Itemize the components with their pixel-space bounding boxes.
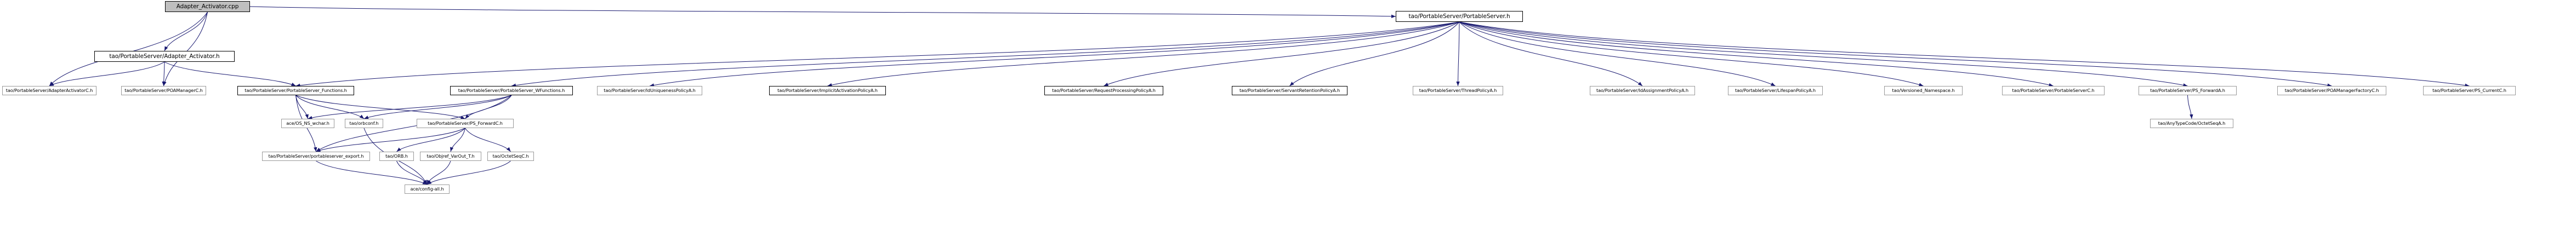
graph-node[interactable]: tao/PortableServer/ImplicitActivationPol…: [769, 86, 886, 95]
graph-edge: [316, 160, 428, 185]
graph-edge: [164, 11, 208, 51]
graph-edge: [1459, 21, 2188, 87]
graph-node-label: tao/PortableServer/POAManagerC.h: [124, 88, 203, 94]
graph-edge: [295, 95, 309, 119]
graph-node[interactable]: tao/PortableServer/PortableServer_WFunct…: [450, 86, 573, 95]
graph-node-label: tao/Objref_VarOut_T.h: [427, 153, 475, 159]
graph-edge: [308, 95, 512, 120]
graph-node[interactable]: tao/PortableServer/ThreadPolicyA.h: [1413, 86, 1503, 95]
graph-node-label: tao/AnyTypeCode/OctetSeqA.h: [2158, 120, 2226, 126]
graph-node[interactable]: tao/PortableServer/portableserver_export…: [262, 152, 370, 161]
graph-edge: [465, 128, 511, 152]
graph-node-label: tao/PortableServer/ServantRetentionPolic…: [1239, 88, 1340, 94]
graph-node[interactable]: tao/PortableServer/PS_CurrentC.h: [2423, 86, 2516, 95]
graph-node-label: tao/PortableServer/ThreadPolicyA.h: [1419, 88, 1497, 94]
graph-edge: [162, 61, 166, 86]
graph-node-label: tao/orbconf.h: [349, 120, 379, 126]
graph-node-label: tao/PortableServer/PS_CurrentC.h: [2432, 88, 2506, 94]
graph-node[interactable]: tao/PortableServer/LifespanPolicyA.h: [1728, 86, 1823, 95]
graph-edge: [363, 95, 512, 119]
graph-edge: [49, 61, 165, 86]
graph-edge: [465, 95, 512, 119]
graph-node-label: tao/PortableServer/PS_ForwardA.h: [2150, 88, 2225, 94]
graph-edge: [1459, 21, 2332, 87]
graph-node-label: tao/PortableServer/PS_ForwardC.h: [428, 120, 503, 126]
graph-node-label: tao/OctetSeqC.h: [492, 153, 529, 159]
graph-edge: [1456, 21, 1460, 86]
graph-node[interactable]: tao/PortableServer/PortableServerC.h: [2002, 86, 2105, 95]
graph-node[interactable]: tao/PortableServer/POAManagerC.h: [121, 86, 206, 95]
graph-node-label: tao/PortableServer/ImplicitActivationPol…: [777, 88, 878, 94]
graph-node[interactable]: tao/AnyTypeCode/OctetSeqA.h: [2150, 119, 2233, 128]
graph-node[interactable]: tao/PortableServer/RequestProcessingPoli…: [1044, 86, 1163, 95]
graph-edge: [1459, 21, 2470, 87]
graph-edge: [2187, 95, 2193, 119]
graph-node[interactable]: tao/orbconf.h: [345, 119, 383, 128]
graph-node[interactable]: tao/PortableServer/PS_ForwardC.h: [417, 119, 514, 128]
graph-edge: [1104, 21, 1460, 86]
graph-node-label: tao/PortableServer/AdapterActivatorC.h: [5, 88, 93, 94]
graph-node-label: ace/config-all.h: [410, 186, 444, 192]
graph-node[interactable]: tao/Objref_VarOut_T.h: [420, 152, 481, 161]
graph-node[interactable]: ace/OS_NS_wchar.h: [281, 119, 334, 128]
graph-node-label: tao/Versioned_Namespace.h: [1892, 88, 1955, 94]
graph-edge: [1459, 21, 1776, 86]
graph-edge: [295, 95, 465, 119]
graph-node-label: tao/ORB.h: [385, 153, 408, 159]
graph-edge: [396, 160, 428, 185]
graph-edge: [1459, 21, 2054, 87]
graph-edge: [49, 11, 208, 86]
graph-edge: [511, 21, 1460, 87]
graph-node-label: tao/PortableServer/LifespanPolicyA.h: [1735, 88, 1816, 94]
graph-node-root[interactable]: Adapter_Activator.cpp: [165, 1, 250, 12]
graph-edge: [163, 11, 208, 86]
graph-node[interactable]: tao/PortableServer/POAManagerFactoryC.h: [2277, 86, 2386, 95]
graph-node-label: tao/PortableServer/PortableServerC.h: [2012, 88, 2095, 94]
graph-node-label: tao/PortableServer/POAManagerFactoryC.h: [2284, 88, 2379, 94]
graph-node[interactable]: tao/PortableServer/PortableServer_Functi…: [237, 86, 354, 95]
graph-node[interactable]: tao/PortableServer/Adapter_Activator.h: [94, 51, 235, 62]
graph-edge: [1459, 21, 1643, 86]
graph-edge: [649, 21, 1460, 87]
graph-edge: [249, 6, 1396, 19]
graph-node[interactable]: ace/config-all.h: [405, 184, 450, 194]
graph-node-label: tao/PortableServer/PortableServer.h: [1408, 13, 1510, 20]
graph-node[interactable]: tao/ORB.h: [379, 152, 414, 161]
graph-node-label: Adapter_Activator.cpp: [176, 3, 239, 10]
graph-node[interactable]: tao/PortableServer/IdUniquenessPolicyA.h: [597, 86, 702, 95]
graph-node[interactable]: tao/PortableServer/IdAssignmentPolicyA.h: [1590, 86, 1695, 95]
graph-edge: [1289, 21, 1460, 86]
graph-edge: [427, 160, 511, 185]
graph-edge: [427, 160, 451, 185]
graph-edge: [396, 128, 465, 152]
graph-node-label: tao/PortableServer/portableserver_export…: [268, 153, 364, 159]
graph-node-label: tao/PortableServer/IdAssignmentPolicyA.h: [1596, 88, 1688, 94]
graph-edge: [316, 128, 465, 152]
graph-edge: [295, 21, 1460, 88]
graph-node-label: ace/OS_NS_wchar.h: [286, 120, 329, 126]
graph-node[interactable]: tao/PortableServer/AdapterActivatorC.h: [2, 86, 96, 95]
graph-node-label: tao/PortableServer/Adapter_Activator.h: [109, 53, 220, 60]
graph-edge: [164, 61, 296, 86]
graph-edge: [1459, 21, 1924, 86]
graph-node[interactable]: tao/OctetSeqC.h: [487, 152, 534, 161]
graph-node[interactable]: tao/PortableServer/PS_ForwardA.h: [2139, 86, 2237, 95]
graph-node-label: tao/PortableServer/PortableServer_WFunct…: [458, 88, 565, 94]
graph-node-label: tao/PortableServer/RequestProcessingPoli…: [1052, 88, 1156, 94]
graph-node[interactable]: tao/PortableServer/ServantRetentionPolic…: [1232, 86, 1347, 95]
graph-node[interactable]: tao/PortableServer/PortableServer.h: [1396, 11, 1523, 22]
graph-edge: [450, 128, 465, 152]
graph-node-label: tao/PortableServer/IdUniquenessPolicyA.h: [604, 88, 696, 94]
graph-node[interactable]: tao/Versioned_Namespace.h: [1884, 86, 1963, 95]
graph-node-label: tao/PortableServer/PortableServer_Functi…: [244, 88, 347, 94]
graph-edge: [295, 95, 365, 119]
graph-edge: [827, 21, 1460, 87]
